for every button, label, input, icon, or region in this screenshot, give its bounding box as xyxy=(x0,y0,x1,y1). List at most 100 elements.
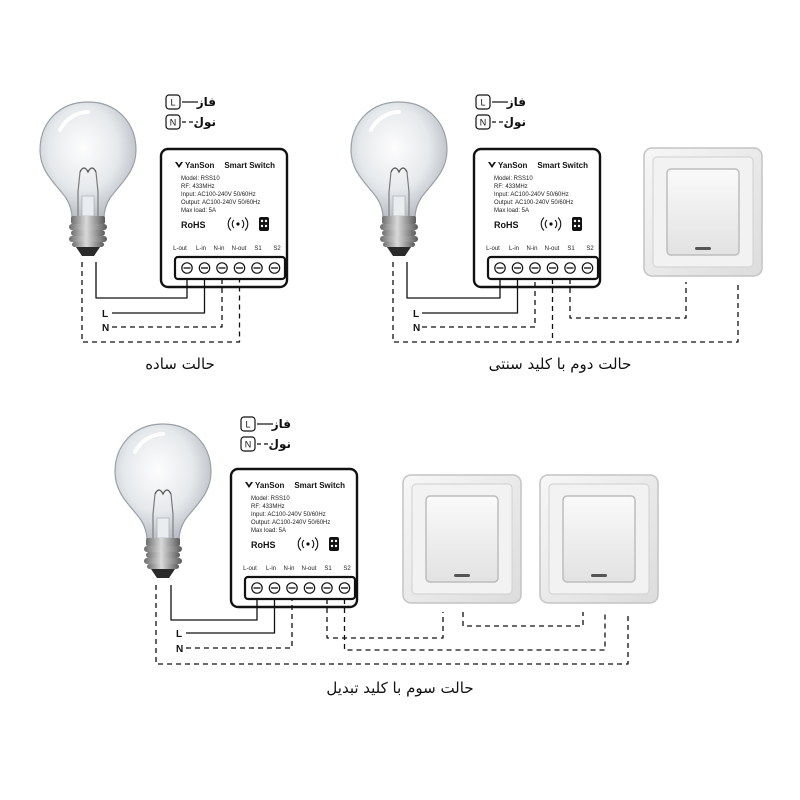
terminal-label: L-in xyxy=(266,566,276,572)
terminal-label: L-out xyxy=(243,566,257,572)
terminal-label: N-in xyxy=(283,566,294,572)
neutral-letter: N xyxy=(480,118,487,128)
module-spec-line: Max load: 5A xyxy=(251,528,286,534)
module-spec-line: RF: 433MHz xyxy=(494,184,528,190)
module-spec-line: Input: AC100-240V 50/60Hz xyxy=(494,192,569,198)
brand-logo-icon xyxy=(245,482,253,488)
terminal-screw-icon xyxy=(303,582,316,594)
neutral-label: نول xyxy=(269,437,291,452)
wireless-icon xyxy=(227,217,249,231)
light-bulb-icon xyxy=(113,422,213,580)
wall-switch-plate-2 xyxy=(539,474,659,604)
wire-lamp-neutral xyxy=(392,262,739,343)
light-bulb-icon xyxy=(349,100,449,258)
module-title: Smart Switch xyxy=(294,481,345,490)
phase-label: فاز xyxy=(506,95,526,109)
terminal-screw-icon xyxy=(564,262,576,274)
module-spec-line: Input: AC100-240V 50/60Hz xyxy=(181,192,256,198)
terminal-screw-icon xyxy=(546,262,559,274)
module-title: Smart Switch xyxy=(224,161,275,170)
wire-s1-switch1 xyxy=(326,599,444,639)
module-spec-line: Output: AC100-240V 50/60Hz xyxy=(494,200,573,206)
terminal-label: N-out xyxy=(232,246,247,252)
terminal-label: S2 xyxy=(343,566,351,572)
wire-neutral-in xyxy=(422,279,536,328)
phase-box xyxy=(165,94,181,110)
phase-label: فاز xyxy=(271,417,291,431)
terminal-screw-icon xyxy=(268,262,281,274)
terminal-screw-icon xyxy=(251,262,263,274)
wire-lamp-live xyxy=(406,262,501,299)
wall-switch-plate xyxy=(643,147,763,277)
module-spec-line: Model: RSS10 xyxy=(181,176,220,182)
wire-neutral-in xyxy=(112,279,223,328)
terminal-label: N-out xyxy=(302,566,317,572)
terminal-screw-icon xyxy=(321,582,333,594)
module-brand: YanSon xyxy=(185,161,214,170)
terminal-label: L-out xyxy=(486,246,500,252)
phase-label: فاز xyxy=(196,95,216,109)
terminal-screw-icon xyxy=(233,262,246,274)
terminal-label: S2 xyxy=(586,246,594,252)
module-brand: YanSon xyxy=(498,161,527,170)
wire-lamp-live xyxy=(170,585,258,621)
module-spec-line: Input: AC100-240V 50/60Hz xyxy=(251,512,326,518)
terminal-label: L-in xyxy=(509,246,519,252)
module-spec-line: Max load: 5A xyxy=(181,208,216,214)
terminal-label: L-out xyxy=(173,246,187,252)
terminal-screw-icon xyxy=(181,262,193,274)
caption-two-way-switch: حالت سوم با کلید تبدیل xyxy=(326,679,473,697)
terminal-screw-icon xyxy=(198,262,211,274)
caption-simple: حالت ساده xyxy=(145,355,215,373)
terminal-label: L-in xyxy=(196,246,206,252)
wire-n-label: N xyxy=(176,644,183,655)
wire-live-in xyxy=(186,599,276,634)
terminal-screw-icon xyxy=(216,262,228,274)
neutral-label: نول xyxy=(194,115,216,130)
wire-switch-link xyxy=(462,612,584,627)
terminal-screw-icon xyxy=(251,582,263,594)
wire-l-label: L xyxy=(176,629,182,640)
wire-lamp-live xyxy=(95,262,188,299)
terminal-label: S2 xyxy=(273,246,281,252)
neutral-box xyxy=(165,114,181,130)
module-spec-line: Model: RSS10 xyxy=(251,496,290,502)
wire-lamp-neutral xyxy=(81,262,241,343)
wire-s2-switch2 xyxy=(343,599,606,651)
wire-l-label: L xyxy=(102,309,108,320)
terminal-label: S1 xyxy=(567,246,575,252)
terminal-screw-icon xyxy=(338,582,351,594)
wire-n-label: N xyxy=(102,323,109,334)
wire-live-in xyxy=(112,279,206,314)
brand-logo-icon xyxy=(488,162,496,168)
wireless-icon xyxy=(297,537,319,551)
module-spec-line: Model: RSS10 xyxy=(494,176,533,182)
wire-s1-switch xyxy=(569,279,687,319)
neutral-box xyxy=(240,436,256,452)
terminal-label: S1 xyxy=(324,566,332,572)
module-title: Smart Switch xyxy=(537,161,588,170)
terminal-screw-icon xyxy=(286,582,298,594)
terminal-label: N-out xyxy=(545,246,560,252)
wire-n-label: N xyxy=(413,323,420,334)
wire-l-label: L xyxy=(413,309,419,320)
module-spec-line: Output: AC100-240V 50/60Hz xyxy=(251,520,330,526)
terminal-screw-icon xyxy=(268,582,281,594)
remote-icon xyxy=(259,217,269,231)
wire-neutral-in xyxy=(186,599,293,649)
module-spec-line: Output: AC100-240V 50/60Hz xyxy=(181,200,260,206)
neutral-letter: N xyxy=(245,440,252,450)
light-bulb-icon xyxy=(38,100,138,258)
terminal-screw-icon xyxy=(529,262,541,274)
remote-icon xyxy=(572,217,582,231)
terminal-screw-icon xyxy=(511,262,524,274)
module-spec-line: RF: 433MHz xyxy=(181,184,215,190)
terminal-label: N-in xyxy=(213,246,224,252)
